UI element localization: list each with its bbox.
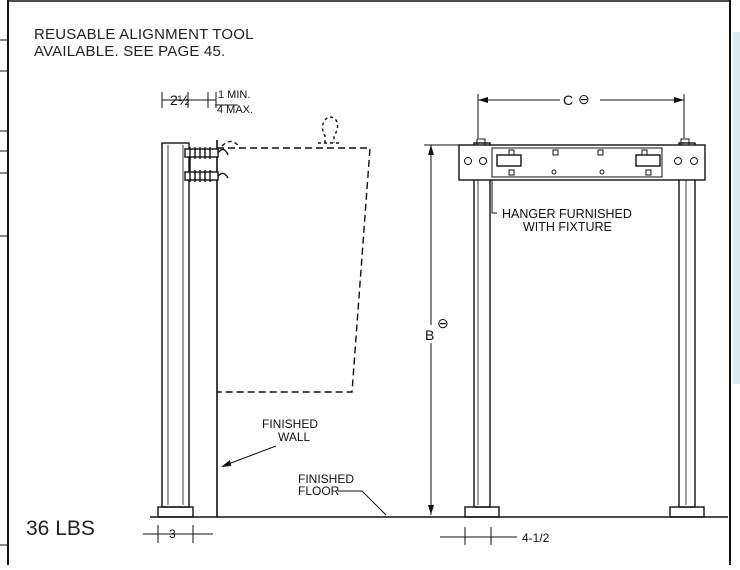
b-dimension-label: B (425, 327, 434, 343)
wall-leader-arrow (221, 460, 231, 467)
side-bubbler (318, 116, 340, 144)
b-symbol: ⊖ (437, 315, 449, 331)
front-view (424, 94, 706, 545)
finished-wall-line2: WALL (278, 430, 311, 444)
finished-wall-line1: FINISHED (262, 417, 318, 431)
c-dimension-label: C (563, 92, 573, 108)
alignment-tool-note: REUSABLE ALIGNMENT TOOL AVAILABLE. SEE P… (34, 26, 254, 60)
side-column (161, 142, 190, 508)
front-left-foot (464, 506, 500, 518)
clearance-max-label: 4 MAX. (217, 104, 253, 116)
side-tab-panel (733, 32, 740, 384)
note-line-2: AVAILABLE. SEE PAGE 45. (34, 43, 226, 60)
front-right-foot (669, 506, 705, 518)
weight-label: 36 LBS (26, 517, 95, 540)
floor-leader (338, 490, 387, 516)
c-label-bg (560, 92, 600, 108)
wall-leader (222, 445, 277, 467)
side-fixture-outline (217, 147, 371, 393)
side-base-dim: 3 (169, 527, 176, 541)
front-left-column (473, 142, 491, 508)
c-arrow-right (674, 97, 684, 103)
side-view (143, 92, 371, 543)
hanger-note-line2: WITH FIXTURE (523, 220, 612, 234)
side-bracket-dim: 2½ (170, 92, 190, 108)
front-right-column (678, 142, 696, 508)
hanger-plate (491, 147, 663, 178)
note-line-1: REUSABLE ALIGNMENT TOOL (34, 26, 254, 43)
c-symbol: ⊖ (578, 91, 590, 107)
hanger-slot-right (635, 154, 661, 167)
b-label-bg (424, 325, 450, 343)
finished-floor-line2: FLOOR (298, 484, 340, 498)
b-arrow-top (428, 145, 434, 155)
front-foot-dim: 4-1/2 (522, 531, 550, 545)
left-tab-marks (0, 39, 8, 546)
hanger-note-line1: HANGER FURNISHED (502, 207, 632, 221)
finished-floor-line1: FINISHED (298, 472, 354, 486)
c-arrow-left (478, 97, 488, 103)
side-column-foot (157, 506, 194, 518)
b-arrow-bottom (428, 505, 434, 515)
clearance-min-label: 1 MIN. (218, 89, 250, 101)
hanger-bar (458, 144, 706, 181)
